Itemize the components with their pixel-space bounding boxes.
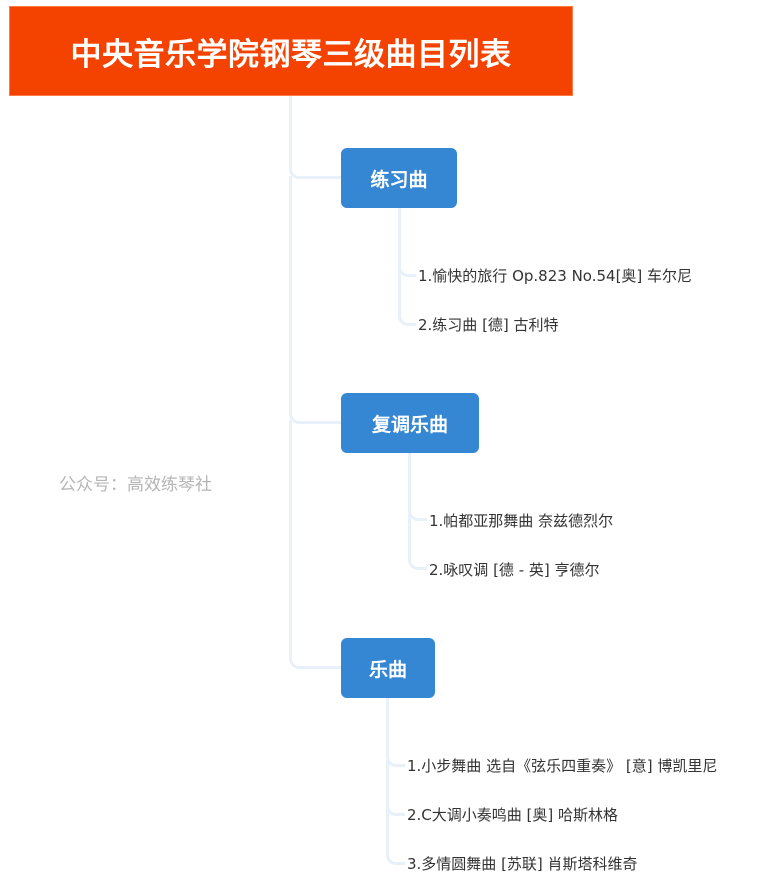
connector-leaf (408, 514, 427, 570)
root-title: 中央音乐学院钢琴三级曲目列表 (70, 36, 512, 73)
topic-polyphonic[interactable]: 复调乐曲 (341, 393, 479, 453)
leaf-item[interactable]: 2.练习曲 [德] 古利特 (418, 316, 559, 334)
topic-etudes[interactable]: 练习曲 (341, 148, 457, 208)
leaf-item[interactable]: 1.帕都亚那舞曲 奈兹德烈尔 (429, 512, 614, 530)
connector-leaf (408, 453, 427, 521)
connector-branch-0 (289, 160, 342, 179)
leaf-item[interactable]: 2.咏叹调 [德 - 英] 亨德尔 (429, 561, 600, 579)
watermark-text: 公众号：高效练琴社 (59, 475, 212, 495)
connector-branch-1 (289, 400, 342, 424)
connector-leaf (398, 270, 416, 326)
leaf-item[interactable]: 1.愉快的旅行 Op.823 No.54[奥] 车尔尼 (418, 267, 693, 285)
topic-pieces[interactable]: 乐曲 (341, 638, 435, 698)
connector-leaf (386, 698, 405, 767)
connector-leaf (398, 208, 416, 277)
connector-leaf (386, 760, 405, 816)
topic-label: 乐曲 (368, 658, 407, 681)
connector-leaf (386, 809, 405, 865)
main-trunk-line (289, 176, 292, 408)
topic-label: 练习曲 (370, 168, 428, 191)
topic-label: 复调乐曲 (371, 413, 448, 436)
leaf-item[interactable]: 2.C大调小奏鸣曲 [奥] 哈斯林格 (407, 806, 619, 824)
main-trunk-line (289, 420, 292, 652)
root-topic[interactable]: 中央音乐学院钢琴三级曲目列表 (9, 6, 573, 96)
leaf-item[interactable]: 1.小步舞曲 选自《弦乐四重奏》 [意] 博凯里尼 (407, 757, 718, 775)
main-trunk-line (289, 96, 292, 166)
connector-branch-2 (289, 645, 342, 669)
leaf-item[interactable]: 3.多情圆舞曲 [苏联] 肖斯塔科维奇 (407, 855, 638, 873)
